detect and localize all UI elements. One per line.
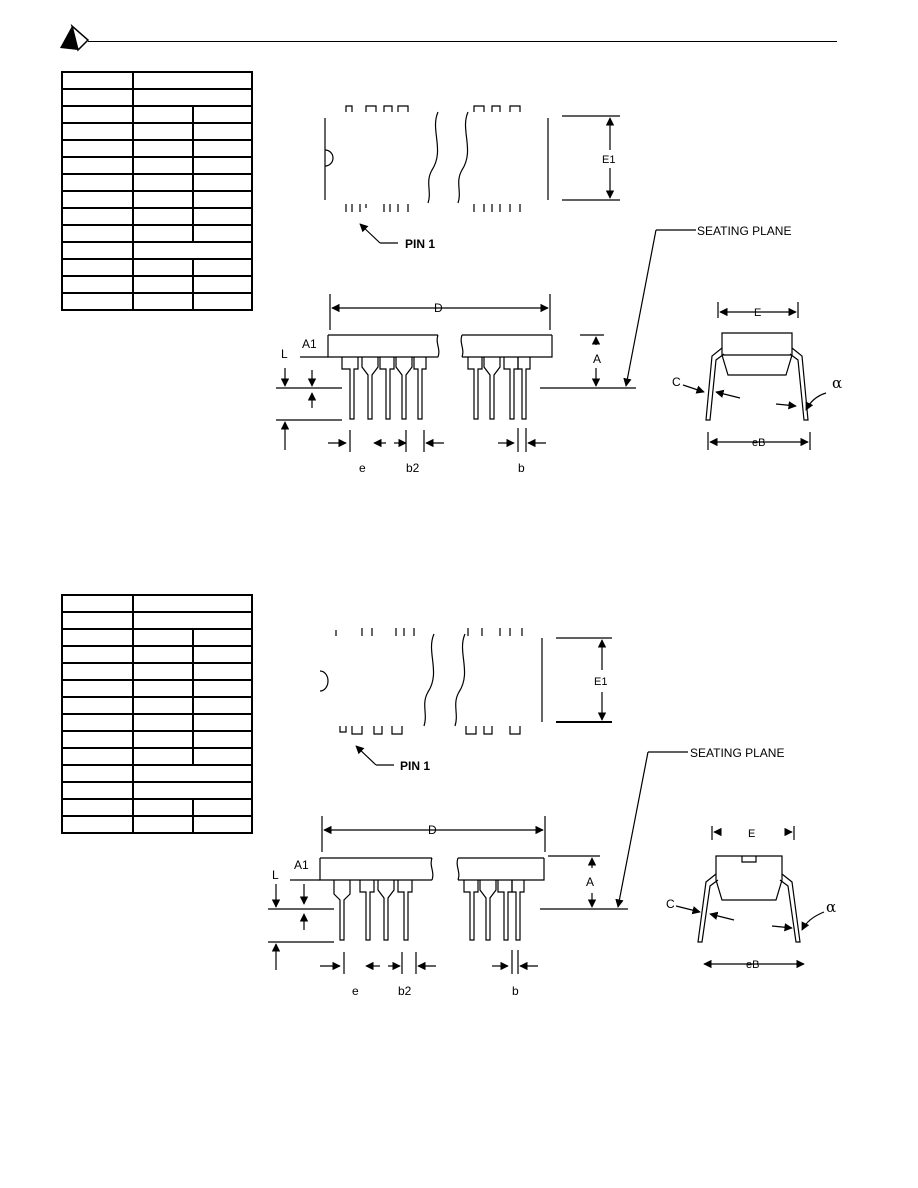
pin1-label: PIN 1 xyxy=(405,237,435,251)
alpha-label: α xyxy=(826,898,836,916)
top-view-1 xyxy=(324,105,620,244)
e-pitch-label: e xyxy=(359,461,366,475)
eb-label: eB xyxy=(746,959,759,971)
dimension-table-2 xyxy=(61,594,253,834)
dimension-table-1 xyxy=(61,71,253,311)
eb-label: eB xyxy=(752,437,765,449)
package-1-drawing xyxy=(276,105,827,452)
b2-label: b2 xyxy=(398,984,412,998)
l-label: L xyxy=(272,868,279,882)
end-view-2 xyxy=(675,826,825,969)
d-label: D xyxy=(428,823,437,837)
e1-label: E1 xyxy=(602,154,615,166)
e1-label: E1 xyxy=(594,676,607,688)
package-2-labels: PIN 1 SEATING PLANE E1 D A1 L A e b2 b E… xyxy=(272,676,836,998)
alpha-label: α xyxy=(832,374,842,392)
package-1-labels: PIN 1 SEATING PLANE E1 D A1 L A e b2 b E… xyxy=(281,154,842,475)
seating-plane-label: SEATING PLANE xyxy=(690,746,784,760)
side-view-1 xyxy=(276,229,696,452)
e-pitch-label: e xyxy=(352,984,359,998)
a1-label: A1 xyxy=(294,858,309,872)
a-label: A xyxy=(586,875,594,889)
seating-plane-label: SEATING PLANE xyxy=(697,224,791,238)
header-rule xyxy=(88,41,837,42)
d-label: D xyxy=(434,301,443,315)
a1-label: A1 xyxy=(302,337,317,351)
side-view-2 xyxy=(268,751,688,974)
company-logo-icon xyxy=(60,24,90,52)
end-view-1 xyxy=(682,302,827,450)
c-label: C xyxy=(672,375,681,389)
top-view-2 xyxy=(319,628,612,766)
pin1-label: PIN 1 xyxy=(400,759,430,773)
c-label: C xyxy=(666,897,675,911)
l-label: L xyxy=(281,347,288,361)
e-width-label: E xyxy=(754,307,761,319)
b-label: b xyxy=(512,984,519,998)
b-label: b xyxy=(518,461,525,475)
a-label: A xyxy=(593,352,601,366)
b2-label: b2 xyxy=(406,461,420,475)
e-width-label: E xyxy=(748,828,755,840)
package-2-drawing xyxy=(268,628,825,974)
